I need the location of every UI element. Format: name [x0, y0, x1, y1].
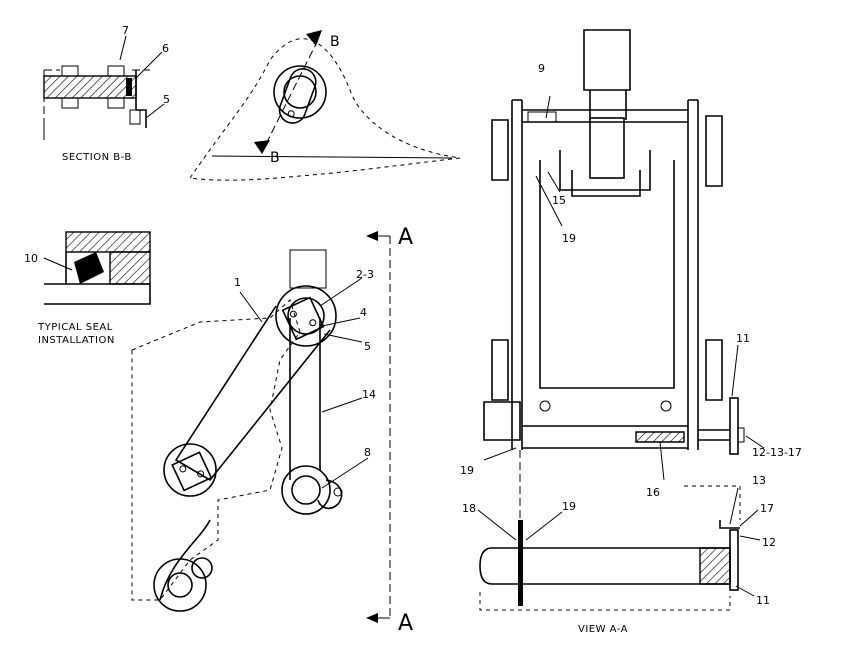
callout-8: 8: [364, 446, 371, 459]
section-cut-detail: [189, 30, 461, 181]
section-label-a-top: A: [398, 225, 413, 250]
callout-18: 18: [462, 502, 476, 515]
section-b-b-caption: SECTION B-B: [62, 152, 132, 163]
callout-15: 15: [552, 194, 566, 207]
cut-label-b-top: B: [330, 34, 340, 50]
cut-label-b-bottom: B: [270, 150, 280, 166]
callout-1: 1: [234, 276, 241, 289]
callout-9: 9: [538, 62, 545, 75]
callout-19-left: 19: [460, 464, 474, 477]
callout-12-13-17: 12-13-17: [752, 446, 802, 459]
typical-seal-detail: [43, 231, 151, 305]
callout-6: 6: [162, 42, 169, 55]
callout-11-lower: 11: [756, 594, 770, 607]
view-a-a: [477, 29, 765, 611]
main-linkage-view: [131, 231, 391, 623]
callout-14: 14: [362, 388, 376, 401]
callout-5-main: 5: [364, 340, 371, 353]
callout-2-3: 2-3: [356, 268, 374, 281]
callout-10: 10: [24, 252, 38, 265]
seal-caption-line2: INSTALLATION: [38, 335, 115, 346]
callout-7: 7: [122, 24, 129, 37]
callout-4: 4: [360, 306, 367, 319]
callout-17: 17: [760, 502, 774, 515]
view-a-a-caption: VIEW A-A: [578, 624, 628, 635]
seal-caption-line1: TYPICAL SEAL: [37, 322, 113, 333]
callout-19-upper: 19: [562, 232, 576, 245]
callout-12: 12: [762, 536, 776, 549]
callout-19-lower: 19: [562, 500, 576, 513]
callout-11-upper: 11: [736, 332, 750, 345]
section-b-b-view: [43, 35, 165, 140]
callout-16: 16: [646, 486, 660, 499]
callout-13: 13: [752, 474, 766, 487]
callout-5-section: 5: [163, 93, 170, 106]
section-label-a-bottom: A: [398, 611, 413, 636]
